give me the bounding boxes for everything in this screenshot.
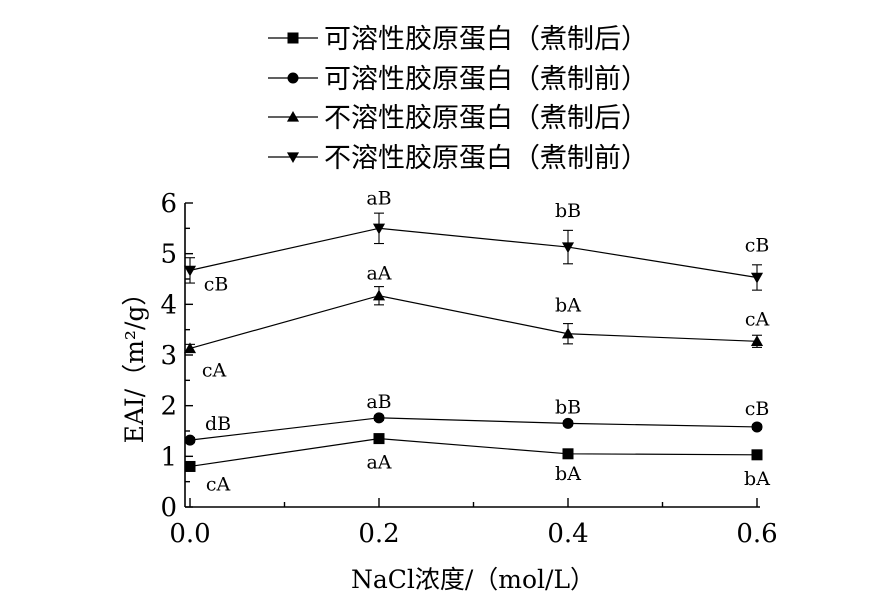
- y-tick-label: 5: [160, 240, 177, 270]
- significance-label: cB: [745, 234, 770, 256]
- axes: [184, 203, 760, 508]
- data-point-marker: [750, 272, 764, 284]
- x-tick-label: 0.0: [169, 519, 210, 549]
- y-tick-label: 4: [160, 290, 177, 320]
- x-tick-label: 0.4: [547, 519, 588, 549]
- series-2: dB aB bB cB: [184, 391, 770, 446]
- data-point-marker: [562, 417, 574, 429]
- series-line: [189, 295, 758, 349]
- significance-label: cA: [206, 473, 231, 495]
- legend-item-3: 不溶性胶原蛋白（煮制后）: [268, 103, 648, 134]
- legend-label: 可溶性胶原蛋白（煮制前）: [324, 64, 648, 95]
- data-point-marker: [183, 342, 197, 354]
- significance-label: cA: [745, 308, 770, 330]
- significance-label: aB: [366, 391, 391, 413]
- significance-label: bB: [555, 396, 581, 418]
- series-line: [189, 437, 758, 468]
- data-point-marker: [372, 223, 386, 235]
- data-point-marker: [184, 460, 196, 472]
- significance-label: cB: [204, 273, 229, 295]
- x-tick-label: 0.2: [358, 519, 399, 549]
- significance-label: bA: [555, 463, 581, 485]
- data-point-marker: [561, 327, 575, 339]
- x-ticks: 0.0 0.2 0.4 0.6: [169, 498, 778, 549]
- series-4: cB aB bB cB: [183, 187, 770, 295]
- significance-label: cA: [202, 359, 227, 381]
- legend-marker: [286, 110, 300, 122]
- significance-label: cB: [745, 398, 770, 420]
- data-point-marker: [184, 434, 196, 446]
- significance-label: bA: [744, 468, 770, 490]
- data-point-marker: [373, 433, 385, 445]
- y-ticks: 0 1 2 3 4 5 6: [160, 189, 193, 523]
- y-tick-label: 2: [160, 392, 177, 422]
- legend-item-1: 可溶性胶原蛋白（煮制后）: [268, 24, 648, 55]
- significance-label: aB: [366, 187, 391, 209]
- significance-label: bB: [555, 200, 581, 222]
- data-point-marker: [751, 421, 763, 433]
- y-axis-title: EAI/（m²/g）: [120, 281, 149, 444]
- significance-label: dB: [205, 413, 231, 435]
- series-3: cA aA bA cA: [183, 263, 770, 381]
- series-1: cA aA bA bA: [184, 433, 770, 495]
- data-point-marker: [183, 265, 197, 277]
- data-point-marker: [373, 412, 385, 424]
- x-axis-title: NaCl浓度/（mol/L）: [351, 565, 595, 594]
- legend-marker: [287, 32, 299, 44]
- y-tick-label: 6: [160, 189, 177, 219]
- y-tick-label: 0: [160, 493, 177, 523]
- data-point-marker: [562, 448, 574, 460]
- significance-label: bA: [555, 295, 581, 317]
- series-line: [189, 417, 758, 441]
- data-point-marker: [372, 289, 386, 301]
- data-point-marker: [751, 449, 763, 461]
- legend-marker: [287, 72, 299, 84]
- legend-label: 可溶性胶原蛋白（煮制后）: [324, 24, 648, 55]
- legend-item-4: 不溶性胶原蛋白（煮制前）: [268, 143, 648, 174]
- y-tick-label: 1: [160, 442, 177, 472]
- significance-label: aA: [366, 452, 391, 474]
- significance-label: aA: [366, 263, 391, 285]
- x-tick-label: 0.6: [736, 519, 777, 549]
- data-point-marker: [750, 335, 764, 346]
- series-line: [189, 227, 758, 279]
- legend-label: 不溶性胶原蛋白（煮制后）: [324, 103, 648, 134]
- series-layer: cA aA bA bA dB aB bB cB cA aA bA cA cB aB bB cB: [183, 187, 770, 495]
- legend-label: 不溶性胶原蛋白（煮制前）: [324, 143, 648, 174]
- data-point-marker: [561, 242, 575, 254]
- legend-item-2: 可溶性胶原蛋白（煮制前）: [268, 64, 648, 95]
- legend: 可溶性胶原蛋白（煮制后） 可溶性胶原蛋白（煮制前） 不溶性胶原蛋白（煮制后） 不溶性胶…: [268, 24, 648, 174]
- y-tick-label: 3: [160, 341, 177, 371]
- legend-marker: [286, 152, 300, 164]
